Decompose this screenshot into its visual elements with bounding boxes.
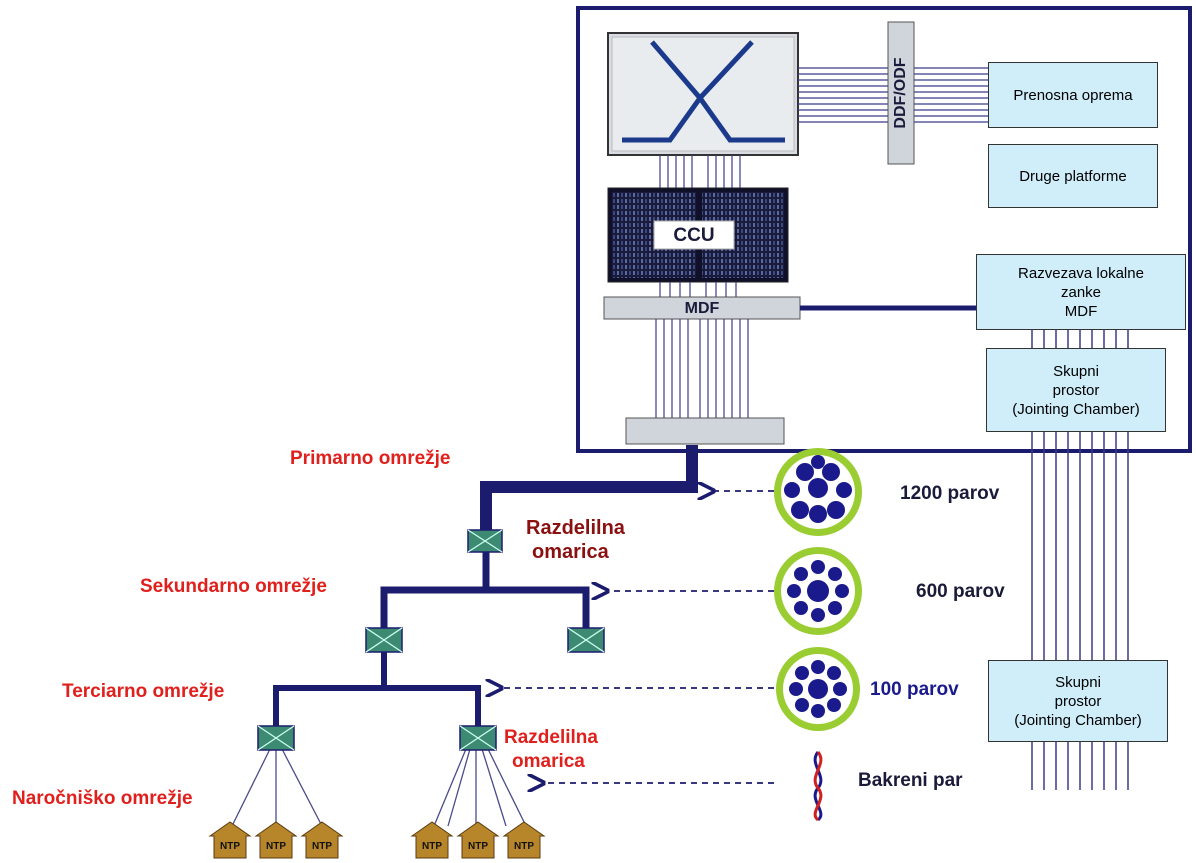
mdf-label: MDF — [685, 300, 720, 317]
ntp-label: NTP — [312, 841, 332, 852]
ddf-odf-label: DDF/ODF — [892, 57, 909, 128]
transmission-equipment-label: Prenosna oprema — [1013, 86, 1133, 104]
distribution-cabinet-label-2: Razdelilna omarica — [504, 726, 598, 774]
ntp-house — [208, 821, 252, 859]
jc-top-line-3: (Jointing Chamber) — [1012, 400, 1140, 418]
pairs-100-label: 100 parov — [870, 679, 959, 700]
cabinet-1-line-2: omarica — [532, 541, 609, 563]
ntp-label: NTP — [220, 841, 240, 852]
cable-600 — [774, 547, 862, 635]
mdf-bar: MDF — [603, 296, 801, 320]
ccu-mdf-lines — [659, 282, 737, 297]
local-loop-unbundling-box: Razvezava lokalne zanke MDF — [976, 254, 1186, 330]
ccu-label: CCU — [673, 225, 714, 246]
switch-ddf-lines — [798, 67, 888, 123]
primary-network-label: Primarno omrežje — [290, 448, 451, 469]
transmission-equipment-box: Prenosna oprema — [988, 62, 1158, 128]
other-platforms-label: Druge platforme — [1019, 167, 1127, 185]
switch-matrix — [607, 32, 799, 156]
llu-line-3: MDF — [1064, 302, 1098, 320]
copper-pair-label: Bakreni par — [858, 770, 963, 791]
pairs-600-label: 600 parov — [916, 581, 1005, 602]
cabinet-2-line-2: omarica — [512, 751, 585, 772]
ntp-house — [502, 821, 546, 859]
tertiary-network-label: Terciarno omrežje — [62, 681, 225, 702]
jc-top-line-1: Skupni — [1053, 362, 1099, 380]
subscriber-network-label: Naročniško omrežje — [12, 788, 193, 809]
ccu-rack: CCU — [607, 187, 789, 283]
ntp-label: NTP — [468, 841, 488, 852]
ntp-label: NTP — [266, 841, 286, 852]
ntp-house — [300, 821, 344, 859]
arrows — [500, 491, 774, 783]
cable-100 — [776, 647, 860, 731]
jointing-chamber-bottom-box: Skupni prostor (Jointing Chamber) — [988, 660, 1168, 742]
jointing-chamber-top-box: Skupni prostor (Jointing Chamber) — [986, 348, 1166, 432]
mdf-bottom-lines — [655, 319, 749, 418]
drop-lines — [231, 748, 527, 827]
cabinet-tertiary-left — [257, 725, 295, 751]
cable-entry-bar — [625, 417, 785, 445]
llu-line-1: Razvezava lokalne — [1018, 264, 1144, 282]
copper-pair — [813, 751, 823, 822]
cabinet-secondary-left — [365, 627, 403, 653]
ddf-odf-panel: DDF/ODF — [887, 21, 915, 165]
pairs-1200-label: 1200 parov — [900, 483, 1000, 504]
llu-line-2: zanke — [1060, 283, 1102, 301]
other-platforms-box: Druge platforme — [988, 144, 1158, 208]
cabinet-primary — [467, 529, 503, 553]
jc-bottom-line-3: (Jointing Chamber) — [1014, 711, 1142, 729]
cabinet-tertiary-right — [459, 725, 497, 751]
cabinet-secondary-right — [567, 627, 605, 653]
right-vertical-lines — [1031, 330, 1129, 790]
jc-top-line-2: prostor — [1052, 381, 1100, 399]
ntp-house — [456, 821, 500, 859]
network-tree — [273, 445, 698, 737]
ddf-transmission-lines — [914, 67, 988, 123]
ntp-houses — [208, 821, 546, 859]
ntp-label: NTP — [422, 841, 442, 852]
jc-bottom-line-2: prostor — [1054, 692, 1102, 710]
cable-1200 — [774, 448, 862, 536]
cabinet-1-line-1: Razdelilna — [526, 517, 625, 539]
jc-bottom-line-1: Skupni — [1055, 673, 1101, 691]
ntp-house — [254, 821, 298, 859]
secondary-network-label: Sekundarno omrežje — [140, 576, 327, 597]
ntp-house — [410, 821, 454, 859]
distribution-cabinet-label-1: Razdelilna omarica — [526, 516, 625, 564]
ntp-label: NTP — [514, 841, 534, 852]
cabinet-2-line-1: Razdelilna — [504, 727, 598, 748]
switch-ccu-lines — [659, 155, 741, 188]
